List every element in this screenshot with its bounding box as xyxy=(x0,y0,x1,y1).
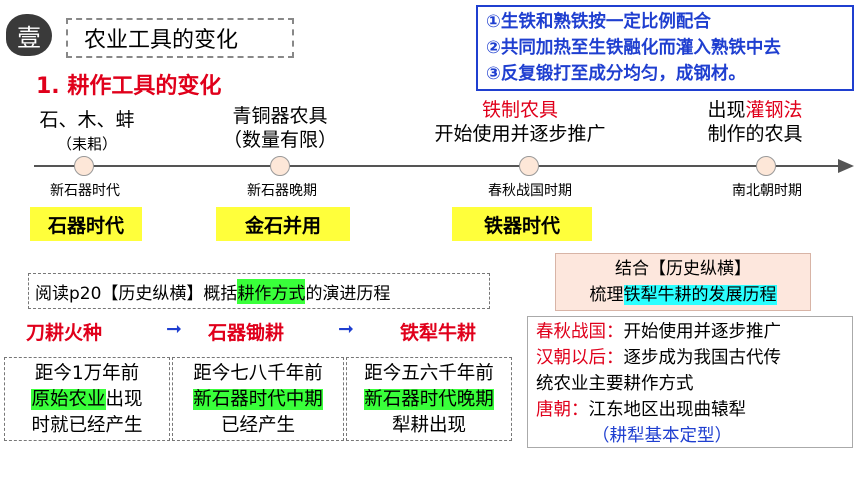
timeline-label-line2: （数量有限） xyxy=(222,129,337,151)
stage-highlight: 新石器时代中期 xyxy=(193,389,323,410)
stage-line2: 新石器时代晚期 xyxy=(347,387,511,413)
flow-arrow-icon: ➞ xyxy=(338,318,354,340)
flow-step-2: 石器锄耕 xyxy=(208,322,285,344)
section-title: 农业工具的变化 xyxy=(66,18,294,58)
era-iron-age: 铁器时代 xyxy=(452,207,592,241)
timeline-label-line1: 铁制农具 xyxy=(481,99,558,121)
combine-task-line1: 结合【历史纵横】 xyxy=(615,259,751,279)
history-label: 汉朝以后： xyxy=(536,348,624,368)
read-task-prefix: 阅读p20【历史纵横】概括 xyxy=(35,283,238,304)
timeline-label-line1: 出现灌钢法 xyxy=(690,98,820,122)
timeline-label-bronze: 青铜器农具 （数量有限） xyxy=(218,104,342,152)
combine-task-highlight: 铁犁牛耕的发展历程 xyxy=(623,285,777,305)
timeline-arrowhead xyxy=(838,159,854,173)
stage-line1: 距今五六千年前 xyxy=(364,363,494,384)
stage-line3: 犁耕出现 xyxy=(391,415,466,436)
method-note-3: ③反复锻打至成分均匀，成钢材。 xyxy=(486,64,746,84)
flow-step-3: 铁犁牛耕 xyxy=(400,322,477,344)
history-label: 春秋战国： xyxy=(536,322,624,342)
subheading: 1. 耕作工具的变化 xyxy=(36,74,222,99)
timeline-period: 新石器时代 xyxy=(50,183,120,199)
read-task-suffix: 的演进历程 xyxy=(305,283,391,304)
timeline-dot xyxy=(270,156,290,176)
flow-arrow-icon: ➞ xyxy=(166,318,182,340)
stage-line1: 距今七八千年前 xyxy=(193,363,323,384)
history-item-3: 唐朝：江东地区出现曲辕犁 xyxy=(536,397,852,423)
stage-box-2: 距今七八千年前 新石器时代中期 已经产生 xyxy=(172,357,344,441)
timeline-dot xyxy=(519,156,539,176)
stage-line3: 已经产生 xyxy=(220,415,295,436)
combine-task-prefix: 梳理 xyxy=(589,285,624,305)
timeline-period: 新石器晚期 xyxy=(247,183,317,199)
timeline-dot xyxy=(756,156,776,176)
stage-highlight: 原始农业 xyxy=(31,389,106,410)
era-mixed: 金石并用 xyxy=(216,207,350,241)
timeline-label-stone: 石、木、蚌 （耒耜） xyxy=(34,108,140,156)
history-note: （耕犁基本定型） xyxy=(592,426,732,446)
timeline-period: 春秋战国时期 xyxy=(488,183,572,199)
combine-task-box: 结合【历史纵横】 梳理铁犁牛耕的发展历程 xyxy=(555,253,811,311)
timeline-label-line2: （耒耜） xyxy=(56,135,117,153)
stage-line2: 新石器时代中期 xyxy=(173,387,343,413)
timeline-label-line1: 青铜器农具 xyxy=(232,105,328,127)
stage-highlight: 新石器时代晚期 xyxy=(364,389,494,410)
history-continuation: 统农业主要耕作方式 xyxy=(536,374,694,394)
history-text: 逐步成为我国古代传 xyxy=(623,348,782,368)
timeline-label-highlight: 灌钢法 xyxy=(745,99,803,121)
timeline-label-line1: 石、木、蚌 xyxy=(39,109,135,131)
timeline-label-iron: 铁制农具 开始使用并逐步推广 xyxy=(420,98,620,146)
timeline-label-line2: 制作的农具 xyxy=(707,123,803,145)
stage-suffix: 出现 xyxy=(105,389,143,410)
read-task-box: 阅读p20【历史纵横】概括耕作方式的演进历程 xyxy=(28,273,490,309)
history-item-1: 春秋战国：开始使用并逐步推广 xyxy=(536,319,852,345)
combine-task-line2: 梳理铁犁牛耕的发展历程 xyxy=(556,282,810,308)
read-task-highlight: 耕作方式 xyxy=(237,278,306,304)
stage-line1: 距今1万年前 xyxy=(34,363,140,384)
stage-line3: 时就已经产生 xyxy=(31,415,143,436)
plough-history-box: 春秋战国：开始使用并逐步推广 汉朝以后：逐步成为我国古代传 统农业主要耕作方式 … xyxy=(527,316,853,448)
method-note-1: ①生铁和熟铁按一定比例配合 xyxy=(486,12,711,32)
steel-method-notes: ①生铁和熟铁按一定比例配合 ②共同加热至生铁融化而灌入熟铁中去 ③反复锻打至成分… xyxy=(476,5,854,91)
history-label: 唐朝： xyxy=(536,400,589,420)
era-stone-age: 石器时代 xyxy=(30,207,142,241)
timeline-dot xyxy=(74,156,94,176)
flow-step-1: 刀耕火种 xyxy=(26,322,103,344)
stage-line2: 原始农业出现 xyxy=(5,387,169,413)
timeline-label-prefix: 出现 xyxy=(707,99,746,121)
stage-box-3: 距今五六千年前 新石器时代晚期 犁耕出现 xyxy=(346,357,512,441)
timeline-axis xyxy=(34,165,840,167)
history-text: 江东地区出现曲辕犁 xyxy=(588,400,747,420)
timeline-label-steel: 出现灌钢法 制作的农具 xyxy=(690,98,820,146)
history-text: 开始使用并逐步推广 xyxy=(623,322,782,342)
method-note-2: ②共同加热至生铁融化而灌入熟铁中去 xyxy=(486,38,781,58)
timeline-period: 南北朝时期 xyxy=(732,183,802,199)
section-badge: 壹 xyxy=(6,14,52,56)
stage-box-1: 距今1万年前 原始农业出现 时就已经产生 xyxy=(4,357,170,441)
history-item-2: 汉朝以后：逐步成为我国古代传 xyxy=(536,345,852,371)
timeline-label-line2: 开始使用并逐步推广 xyxy=(434,123,606,145)
